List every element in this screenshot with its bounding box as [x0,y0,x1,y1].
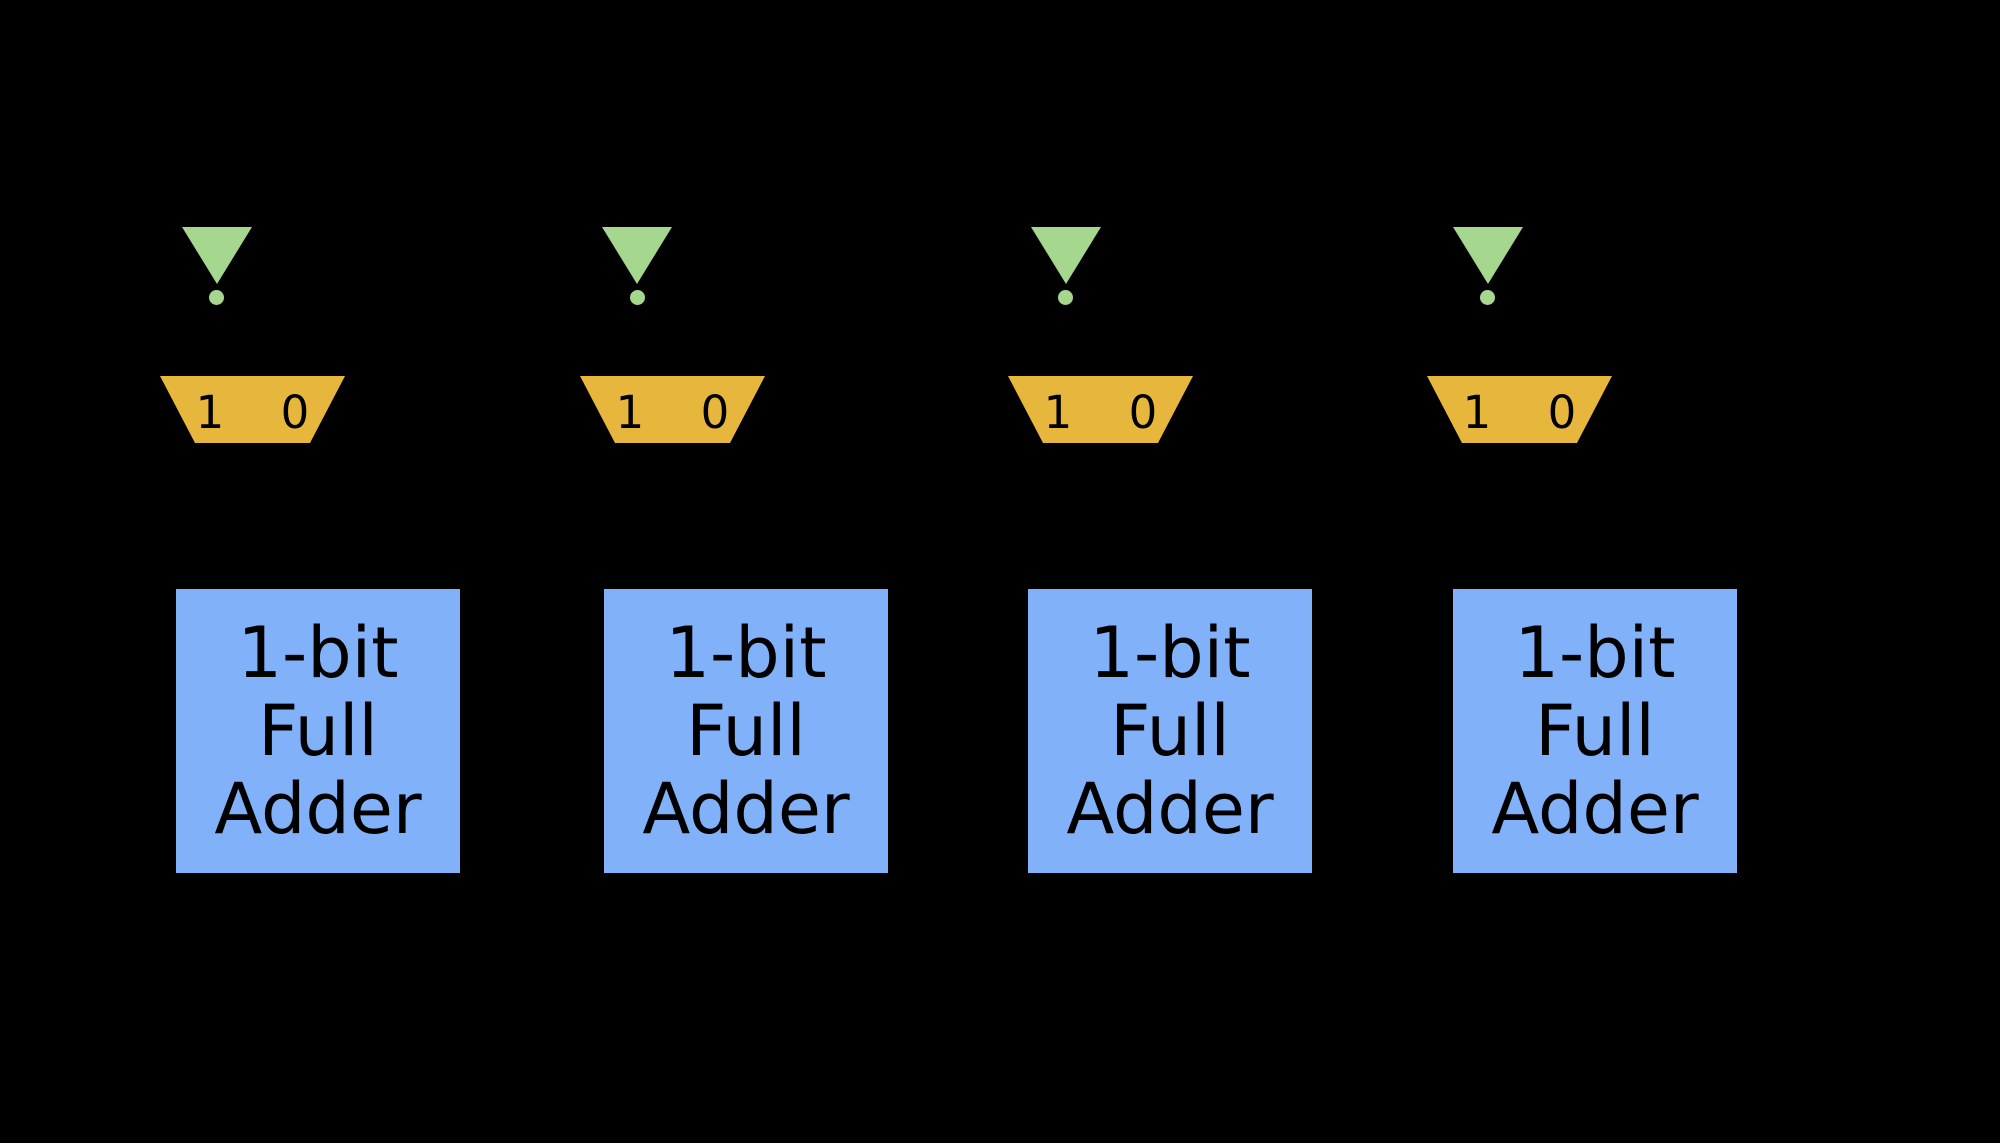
full-adder-label-line: Adder [1066,768,1274,850]
full-adder-box: 1-bit Full Adder [176,589,460,873]
mux-input-0-label: 0 [280,386,310,439]
mux-2to1: 1 0 [160,376,345,443]
not-gate-icon [1031,227,1101,284]
not-gate-icon [1453,227,1523,284]
inverter-bubble-icon [1480,290,1495,305]
full-adder-label-line: Adder [642,768,850,850]
mux-input-1-label: 1 [1043,386,1073,439]
mux-2to1: 1 0 [1008,376,1193,443]
inverter-bubble-icon [630,290,645,305]
full-adder-label-line: Full [1110,690,1230,772]
full-adder-box: 1-bit Full Adder [1028,589,1312,873]
mux-input-0-label: 0 [1128,386,1158,439]
not-gate-icon [182,227,252,284]
inverter-bubble-icon [1058,290,1073,305]
mux-2to1: 1 0 [580,376,765,443]
full-adder-label-line: 1-bit [237,612,399,694]
full-adder-box: 1-bit Full Adder [1453,589,1737,873]
full-adder-label-line: 1-bit [1089,612,1251,694]
full-adder-label-line: Full [258,690,378,772]
full-adder-label-line: 1-bit [1514,612,1676,694]
full-adder-label-line: Adder [214,768,422,850]
full-adder-label-line: Full [1535,690,1655,772]
inverter-bubble-icon [209,290,224,305]
full-adder-label-line: Adder [1491,768,1699,850]
full-adder-box: 1-bit Full Adder [604,589,888,873]
mux-input-1-label: 1 [195,386,225,439]
mux-input-1-label: 1 [1462,386,1492,439]
mux-2to1: 1 0 [1427,376,1612,443]
mux-input-0-label: 0 [700,386,730,439]
mux-input-1-label: 1 [615,386,645,439]
mux-input-0-label: 0 [1547,386,1577,439]
full-adder-label-line: 1-bit [665,612,827,694]
full-adder-label-line: Full [686,690,806,772]
not-gate-icon [602,227,672,284]
